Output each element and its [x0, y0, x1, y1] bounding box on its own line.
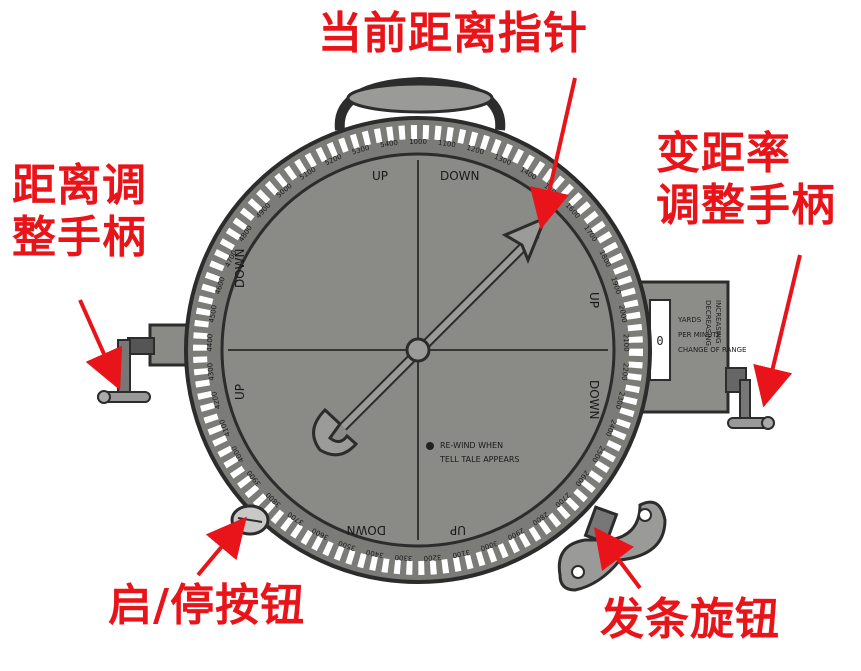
rate-handle-label: 变距率 调整手柄 — [656, 128, 836, 232]
dial-text-up-bottom: UP — [450, 523, 466, 537]
rewind-note-line2: TELL TALE APPEARS — [439, 455, 519, 464]
callout-arrows — [78, 77, 802, 590]
range-handle-arrow — [78, 299, 123, 391]
dial-text-up-left: UP — [233, 384, 247, 400]
range-handle-label-line1: 距离调 — [12, 160, 147, 211]
carry-handle — [334, 76, 506, 131]
pointer-arrow — [529, 77, 577, 230]
rate-adjust-crank[interactable] — [725, 367, 775, 430]
box-label-change-range: CHANGE OF RANGE — [678, 346, 746, 354]
range-adjust-crank[interactable] — [97, 323, 192, 404]
rate-handle-arrow — [753, 254, 802, 408]
dial-text-up-top: UP — [372, 169, 388, 183]
scale-label: 2000 — [617, 304, 628, 323]
scale-label: 2200 — [620, 362, 630, 381]
scale-label: 4300 — [206, 362, 216, 381]
box-label-yards: YARDS — [677, 316, 702, 324]
tell-tale-dot — [426, 442, 434, 450]
start-stop-arrow — [196, 516, 247, 577]
start-stop-button[interactable] — [230, 504, 270, 536]
box-label-increasing: INCREASING — [714, 300, 722, 343]
scale-label: 3400 — [365, 548, 384, 560]
wind-knob-label: 发条旋钮 — [600, 594, 780, 645]
rate-value: 0 — [656, 334, 663, 348]
wind-knob-arrow — [593, 527, 642, 590]
scale-label: 3100 — [452, 548, 471, 560]
scale-label: 2100 — [622, 334, 631, 352]
scale-label: 4400 — [206, 334, 215, 352]
box-label-decreasing: DECREASING — [704, 300, 712, 346]
range-pointer-needle — [312, 215, 548, 457]
range-handle-label-line2: 整手柄 — [12, 212, 147, 263]
dial-text-down-right: DOWN — [587, 380, 601, 420]
scale-label: 3200 — [423, 553, 441, 562]
scale-label: 3300 — [394, 553, 412, 562]
current-pointer-label: 当前距离指针 — [318, 8, 588, 59]
box-label-per-minute: PER MINUTE — [678, 331, 721, 339]
rate-handle-label-line1: 变距率 — [656, 128, 791, 179]
scale-label: 1000 — [409, 138, 427, 146]
scale-label: 5400 — [380, 139, 399, 149]
dial-text-down-bottom: DOWN — [346, 523, 386, 537]
scale-label: 1100 — [438, 139, 457, 149]
dial-text-down-left: DOWN — [233, 248, 247, 288]
dial-text-down-top: DOWN — [440, 169, 480, 183]
range-handle-label: 距离调 整手柄 — [12, 160, 147, 264]
rewind-note-line1: RE-WIND WHEN — [440, 441, 503, 450]
rate-handle-label-line2: 调整手柄 — [656, 180, 836, 231]
dial-text-up-right: UP — [587, 292, 601, 308]
start-stop-label: 启/停按钮 — [108, 580, 306, 631]
scale-label: 4500 — [208, 304, 219, 323]
